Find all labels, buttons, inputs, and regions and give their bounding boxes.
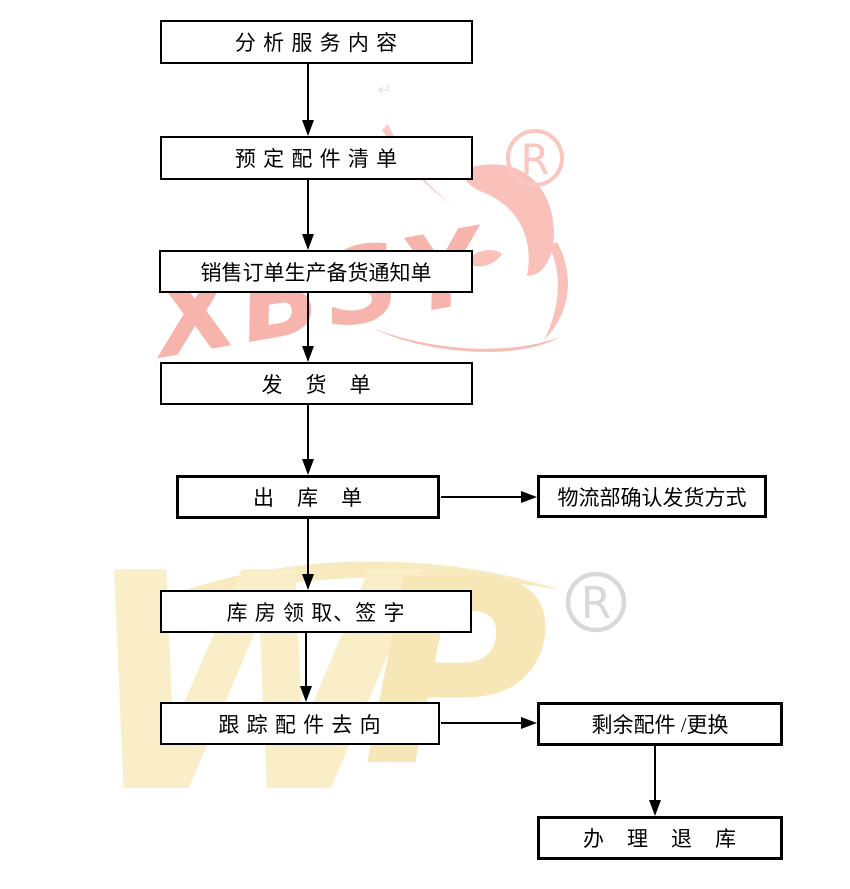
flow-node-delivery-note: 发 货 单 — [160, 362, 473, 405]
red-registered-circle — [506, 129, 564, 187]
gray-registered-circle — [565, 571, 627, 633]
flow-node-handle-return-to-warehouse: 办 理 退 库 — [537, 816, 783, 860]
red-brand-letters: XBSY — [139, 203, 498, 383]
yellow-letter-p: P — [362, 526, 549, 823]
flow-node-warehouse-pickup-sign: 库 房 领 取、签 字 — [160, 590, 472, 633]
flow-node-logistics-confirm-shipping: 物流部确认发货方式 — [537, 475, 767, 518]
flow-node-outbound-order: 出 库 单 — [176, 475, 440, 519]
flow-node-sales-order-stocking-notice: 销售订单生产备货通知单 — [159, 250, 473, 293]
red-flame-arc — [544, 242, 568, 340]
gray-registered-letter: R — [581, 578, 612, 629]
yellow-letter-w: W — [82, 510, 429, 859]
flow-node-track-parts-destination: 跟 踪 配 件 去 向 — [160, 702, 440, 745]
red-flame-teardrop — [462, 164, 554, 276]
flow-node-analyze-service-content: 分 析 服 务 内 容 — [160, 20, 473, 64]
paragraph-return-mark: ↵ — [378, 80, 392, 99]
red-registered-letter: R — [520, 135, 549, 184]
flow-node-remaining-parts-replacement: 剩余配件 /更换 — [537, 702, 783, 746]
red-tail-curve — [372, 328, 560, 352]
flow-node-reserve-parts-list: 预 定 配 件 清 单 — [160, 136, 473, 180]
